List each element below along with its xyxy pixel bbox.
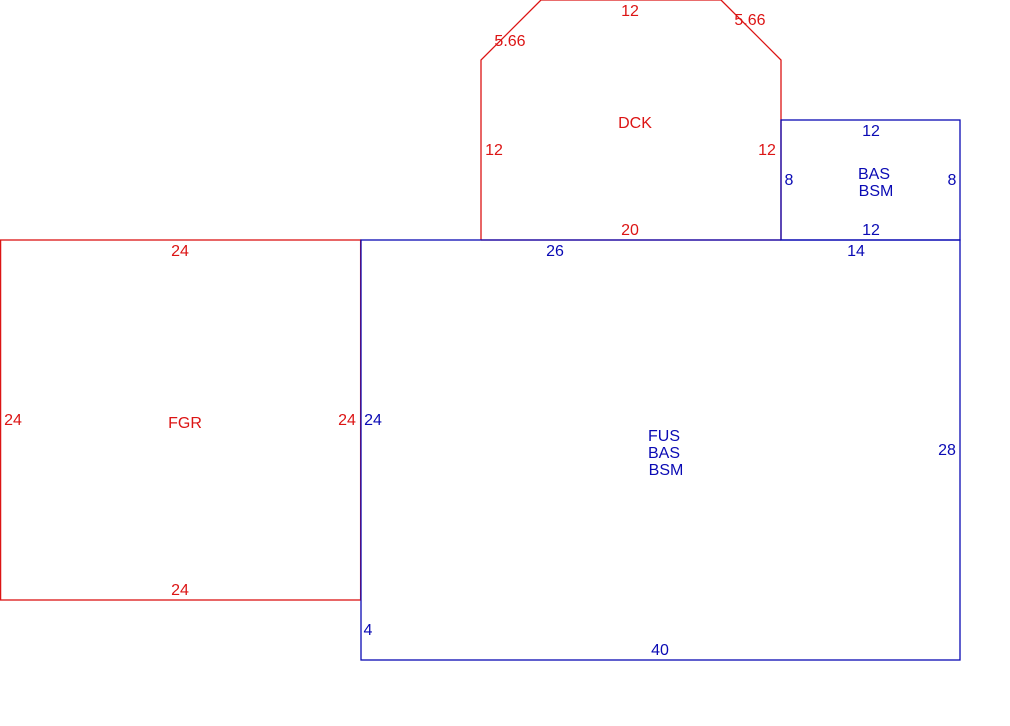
- dck-dim-top-right: 5.66: [734, 12, 765, 29]
- main-dim-left: 24: [364, 412, 382, 429]
- bas-small-dim-bottom: 12: [862, 222, 880, 239]
- main-dim-right: 28: [938, 442, 956, 459]
- bas-small-name-line2: BSM: [859, 183, 894, 200]
- fgr-dim-top: 24: [171, 243, 189, 260]
- dck-dim-right: 12: [758, 142, 776, 159]
- main-name-line2: BAS: [648, 445, 680, 462]
- main-outline: [360, 239, 961, 661]
- main-dim-bottom: 40: [651, 642, 669, 659]
- dck-dim-top-left: 5.66: [494, 33, 525, 50]
- dck-dim-bottom: 20: [621, 222, 639, 239]
- bas-small-dim-left: 8: [785, 172, 794, 189]
- bas-small-name-line1: BAS: [858, 166, 890, 183]
- fgr-dim-left: 24: [4, 412, 22, 429]
- main-dim-top-left: 26: [546, 243, 564, 260]
- main-dim-top-right: 14: [847, 243, 865, 260]
- bas-small-dim-top: 12: [862, 123, 880, 140]
- fgr-dim-bottom: 24: [171, 582, 189, 599]
- main-dim-left-lower: 4: [364, 622, 373, 639]
- main-name-line1: FUS: [648, 428, 680, 445]
- dck-area-name: DCK: [618, 115, 652, 132]
- dck-dim-left: 12: [485, 142, 503, 159]
- fgr-dim-right: 24: [338, 412, 356, 429]
- dck-dim-top: 12: [621, 3, 639, 20]
- main-name-line3: BSM: [649, 462, 684, 479]
- dck-outline: [480, 0, 782, 240]
- bas-small-dim-right: 8: [948, 172, 957, 189]
- fgr-area-name: FGR: [168, 415, 202, 432]
